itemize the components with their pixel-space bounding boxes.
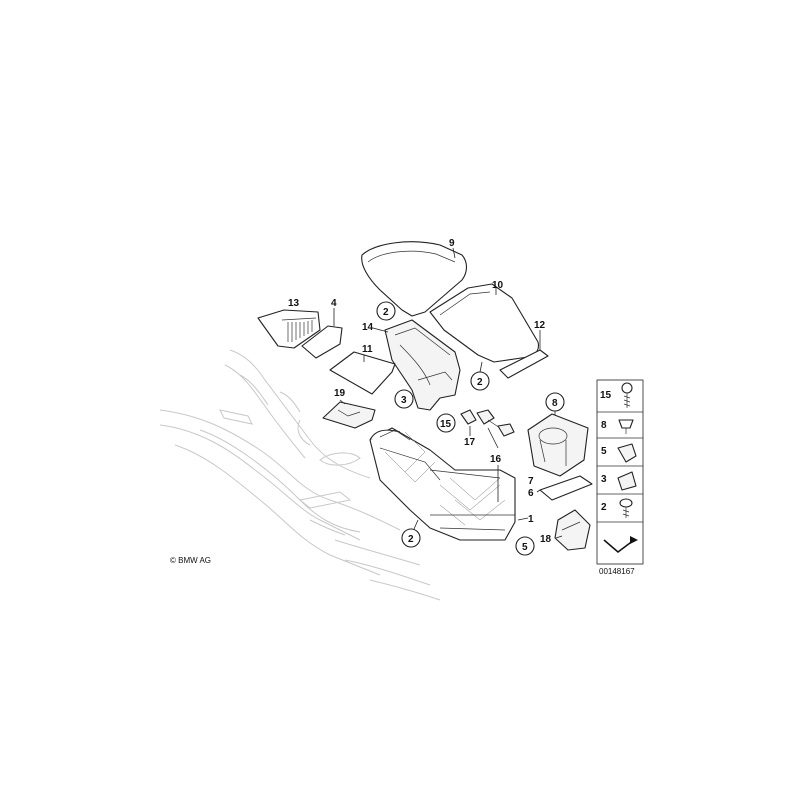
arrow-direction-icon xyxy=(603,536,638,553)
legend-label-15: 15 xyxy=(600,390,612,401)
label-2-mid: 2 xyxy=(477,377,483,388)
label-4: 4 xyxy=(331,298,337,309)
circled-labels: 2 3 15 2 8 2 5 xyxy=(376,301,565,556)
label-3: 3 xyxy=(401,395,407,406)
label-15: 15 xyxy=(440,419,452,430)
part-17-plugs xyxy=(460,409,515,449)
label-5: 5 xyxy=(522,542,528,553)
part-12-trim-strip xyxy=(499,330,549,379)
diagram-id: 00148167 xyxy=(599,567,635,576)
plate-clip-icon xyxy=(617,471,637,491)
label-10: 10 xyxy=(492,280,504,291)
legend-label-3: 3 xyxy=(601,474,607,485)
label-12: 12 xyxy=(534,320,546,331)
part-4-panel xyxy=(301,308,343,359)
label-8: 8 xyxy=(552,398,558,409)
label-13: 13 xyxy=(288,298,300,309)
part-labels: 9 10 12 13 4 14 11 19 17 16 1 7 6 18 xyxy=(288,238,552,545)
part-11-plate xyxy=(329,351,396,395)
legend-label-2: 2 xyxy=(601,502,607,513)
legend-frame xyxy=(596,379,644,565)
legend-label-5: 5 xyxy=(601,446,607,457)
part-14-storage-box xyxy=(372,319,461,411)
label-16: 16 xyxy=(490,454,502,465)
legend-label-8: 8 xyxy=(601,420,607,431)
circle-5 xyxy=(515,536,535,556)
label-1: 1 xyxy=(528,514,534,525)
part-10-armrest-cover xyxy=(429,283,539,363)
label-7: 7 xyxy=(528,476,534,487)
label-14: 14 xyxy=(362,322,374,333)
label-2-top: 2 xyxy=(383,307,389,318)
label-9: 9 xyxy=(449,238,455,249)
copyright: © BMW AG xyxy=(170,556,211,565)
circle-8 xyxy=(545,392,565,412)
label-11: 11 xyxy=(362,344,373,355)
part-13-bracket xyxy=(257,309,321,349)
circle-3 xyxy=(394,389,414,409)
label-19: 19 xyxy=(334,388,346,399)
part-1-console-body xyxy=(369,427,529,541)
part-18-latch xyxy=(554,509,591,551)
clip-icon xyxy=(618,419,634,434)
fillister-screw-icon xyxy=(619,498,633,518)
label-2-bottom: 2 xyxy=(408,534,414,545)
circle-2-bottom xyxy=(401,528,421,548)
fastener-legend: 15 8 5 3 2 xyxy=(596,379,644,565)
part-8-cup-holder xyxy=(527,405,589,477)
label-17: 17 xyxy=(464,437,476,448)
label-18: 18 xyxy=(540,534,552,545)
part-6-cover xyxy=(536,475,593,501)
label-6: 6 xyxy=(528,488,534,499)
part-19-bezel xyxy=(322,399,376,429)
ghost-console-outline xyxy=(159,349,441,601)
expanding-rivet-icon xyxy=(617,443,637,463)
circle-2-top xyxy=(376,301,396,321)
part-9-armrest-lid xyxy=(361,241,468,317)
circle-15 xyxy=(436,413,456,433)
screw-icon xyxy=(621,382,633,408)
